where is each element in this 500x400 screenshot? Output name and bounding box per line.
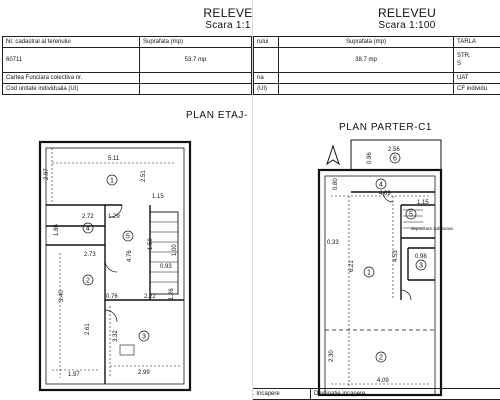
left-dim-222: 2.22 [144, 294, 156, 300]
right-cell-str-text: STR. [457, 53, 471, 59]
left-title: RELEVE [203, 6, 252, 20]
right-room-1: 1 [367, 270, 371, 277]
right-storage-note: depozitare sub scara [411, 226, 453, 231]
left-door-arc-3 [104, 309, 118, 323]
right-room-5: 5 [409, 212, 413, 219]
left-room-2: 2 [86, 278, 90, 285]
right-cell-area-value: 38.7 mp [278, 47, 454, 73]
right-plan-title: PLAN PARTER-C1 [339, 122, 433, 133]
right-door-arc-1 [382, 191, 394, 203]
left-dim-093: 0.93 [160, 264, 172, 270]
left-room-1: 1 [110, 178, 114, 185]
left-cell-cadastral-value: 60711 [2, 47, 140, 73]
right-room-3: 3 [419, 263, 423, 270]
left-cell-area-value: 53.7 mp [139, 47, 252, 73]
left-dim-129: 1.29 [108, 214, 120, 220]
right-dim-033: 0.33 [327, 240, 339, 246]
right-legend-col2: Destinatie incapere [310, 388, 500, 400]
left-dim-126: 1.26 [169, 288, 175, 300]
right-cell-cf: CF individu [453, 83, 500, 95]
left-cell-ui-value [139, 83, 252, 95]
left-balcony [119, 344, 135, 356]
left-dim-115: 1.15 [152, 194, 164, 200]
left-outer-wall [38, 140, 192, 392]
left-stair [149, 211, 179, 295]
right-scale: Scara 1:100 [378, 20, 436, 31]
right-room-6: 6 [393, 156, 397, 163]
left-dim-273: 2.73 [84, 252, 96, 258]
left-inner-outline [45, 147, 185, 385]
right-cell-str: STR. S [453, 47, 500, 73]
right-dim-453: 4.53 [393, 250, 399, 262]
right-dim-256: 2.56 [388, 147, 400, 153]
right-dim-621: 6.21 [349, 260, 355, 272]
left-header: RELEVE Scara 1:1 [188, 6, 252, 31]
left-dim-476: 4.76 [127, 250, 133, 262]
right-dim-096: 0.96 [367, 152, 373, 164]
left-sheet: RELEVE Scara 1:1 Nr. cadastral al terenu… [2, 6, 252, 392]
left-dim-150: 1.50 [148, 238, 154, 250]
left-cadastral-table: Nr. cadastral al terenului Suprafata (mp… [2, 36, 252, 95]
north-arrow-icon [326, 144, 340, 166]
right-floor-plan: 1 2 3 4 5 6 2.56 0.96 0.80 4.09 1.15 0.3… [317, 139, 453, 397]
right-sheet: RELEVEU Scara 1:100 rului Suprafata (mp)… [252, 0, 500, 400]
left-door-arc-2 [104, 259, 118, 273]
left-dim-076: 0.76 [106, 294, 118, 300]
right-cadastral-table: rului Suprafata (mp) TARLA 38.7 mp STR.S… [253, 36, 500, 95]
right-dim-098: 0.98 [415, 254, 427, 260]
left-dim-332: 3.32 [113, 330, 119, 342]
left-room-3: 3 [142, 334, 146, 341]
right-legend-col1: Nr. Incapere [253, 388, 311, 400]
left-stair-treads [150, 221, 178, 283]
right-dim-080: 0.80 [333, 178, 339, 190]
right-cell-s-text: S [457, 61, 462, 67]
left-room-5: 5 [126, 234, 130, 241]
left-plan-title: PLAN ETAJ- [186, 110, 248, 121]
left-dim-186: 1.86 [54, 224, 60, 236]
left-dim-272: 2.72 [82, 214, 94, 220]
right-header: RELEVEU Scara 1:100 [357, 6, 457, 31]
left-dim-100: 1.00 [172, 244, 178, 256]
left-scale: Scara 1:1 [205, 20, 251, 31]
right-door-arc-2 [400, 289, 412, 301]
left-dim-340: 3.40 [59, 290, 65, 302]
right-room-2: 2 [379, 355, 383, 362]
left-dim-297: 2.97 [44, 168, 50, 180]
right-legend-table: Nr. Incapere Destinatie incapere [253, 388, 500, 400]
right-dim-115: 1.15 [417, 200, 429, 206]
right-room-4: 4 [379, 182, 383, 189]
left-dim-251: 2.51 [141, 170, 147, 182]
left-dim-299: 2.99 [138, 370, 150, 376]
left-dim-261: 2.61 [85, 323, 91, 335]
right-dim-409b: 4.09 [377, 378, 389, 384]
left-dim-197: 1.97 [68, 372, 80, 378]
left-dim-511: 5.11 [108, 156, 120, 162]
left-door-arc-1 [109, 204, 123, 218]
right-dim-409a: 4.09 [379, 191, 391, 197]
right-title: RELEVEU [377, 6, 437, 20]
left-floor-plan: 1 2 3 4 5 5.11 2.97 2.51 1.15 2.72 1.29 … [38, 140, 192, 392]
right-dim-230: 2.30 [329, 350, 335, 362]
left-room-4: 4 [86, 226, 90, 233]
